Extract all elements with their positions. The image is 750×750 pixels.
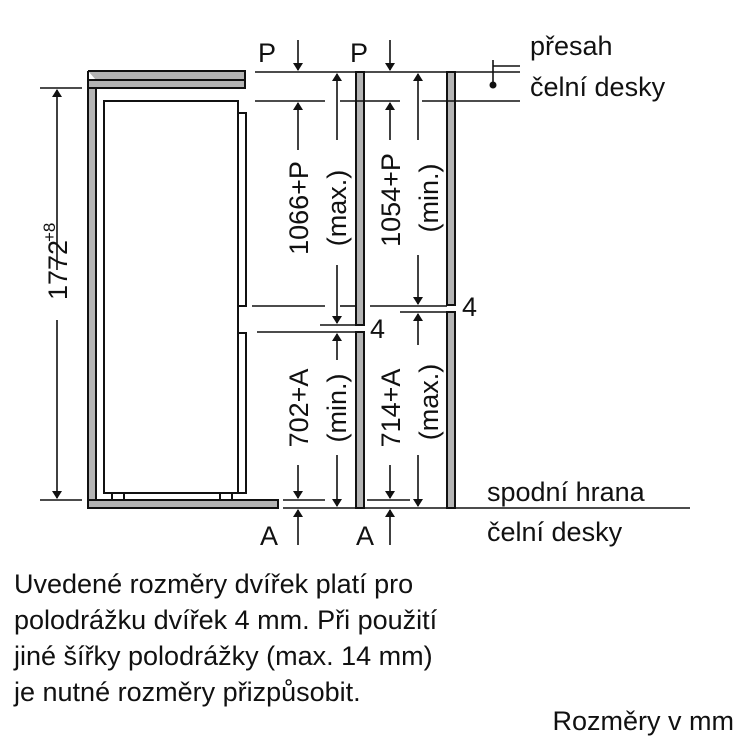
overhang-label-2: čelní desky bbox=[530, 72, 666, 102]
reference-lines bbox=[40, 60, 690, 509]
bottom-edge-label-1: spodní hrana bbox=[487, 477, 646, 507]
dim-lower-min: 702+A bbox=[284, 369, 314, 448]
door-panels bbox=[355, 71, 456, 509]
gap-label-right: 4 bbox=[462, 292, 477, 322]
dim-lower-max: 714+A bbox=[376, 369, 406, 448]
note-line: jiné šířky polodrážky (max. 14 mm) bbox=[14, 641, 433, 671]
label-a-left: A bbox=[260, 521, 278, 551]
label-p-left: P bbox=[258, 38, 276, 68]
overhang-dot bbox=[489, 81, 497, 89]
installation-diagram: P P A A 4 4 přesah čelní desky spodní hr… bbox=[40, 31, 690, 551]
cabinet bbox=[87, 70, 279, 509]
note-line: je nutné rozměry přizpůsobit. bbox=[14, 677, 361, 707]
dim-upper-max-note: (max.) bbox=[322, 170, 352, 247]
units-label: Rozměry v mm bbox=[552, 706, 735, 736]
dim-upper-max: 1066+P bbox=[284, 161, 314, 255]
label-p-right: P bbox=[350, 38, 368, 68]
note-line: polodrážku dvířek 4 mm. Při použití bbox=[14, 605, 438, 635]
label-a-right: A bbox=[356, 521, 374, 551]
dim-upper-min: 1054+P bbox=[376, 153, 406, 247]
note-line: Uvedené rozměry dvířek platí pro bbox=[14, 569, 414, 599]
dim-lower-min-note: (min.) bbox=[322, 374, 352, 443]
bottom-edge-label-2: čelní desky bbox=[487, 517, 623, 547]
appliance bbox=[103, 100, 247, 501]
dimension-arrows bbox=[52, 40, 423, 545]
overhang-label-1: přesah bbox=[530, 31, 613, 61]
dimension-note: Uvedené rozměry dvířek platí pro polodrá… bbox=[14, 566, 437, 710]
dim-niche-height: 1772 bbox=[43, 240, 73, 300]
gap-label-left: 4 bbox=[370, 314, 385, 344]
dim-niche-tolerance: +8 bbox=[40, 223, 59, 242]
dim-lower-max-note: (max.) bbox=[414, 364, 444, 441]
dim-upper-min-note: (min.) bbox=[414, 164, 444, 233]
